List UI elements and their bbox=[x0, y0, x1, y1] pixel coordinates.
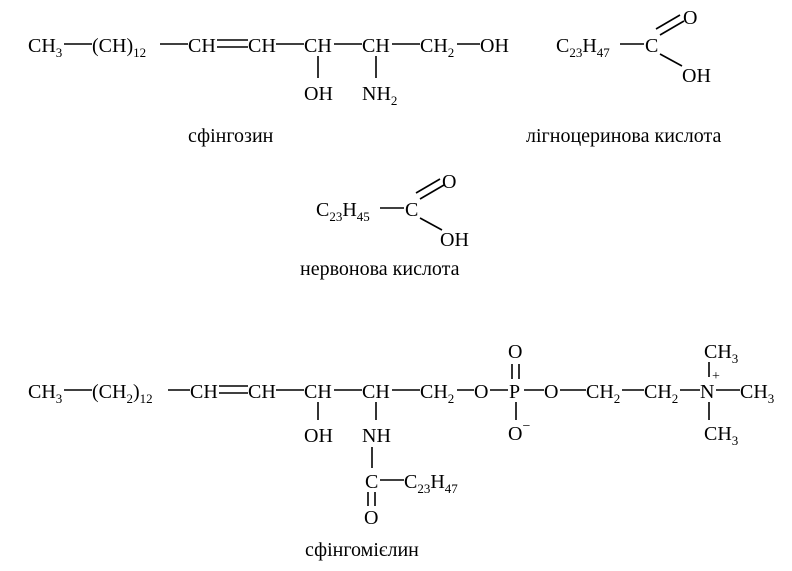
ch2-group: CH2 bbox=[586, 381, 620, 406]
double-bond-line bbox=[415, 178, 441, 194]
hydroxyl-group: OH bbox=[682, 65, 711, 87]
hydroxyl-group: OH bbox=[480, 35, 509, 57]
double-bond-line bbox=[659, 20, 685, 36]
sphingosine-structure: CH3 (CH)12 CH CH CH OH CH NH2 CH2 OH сфі… bbox=[28, 35, 509, 147]
ch3-group: CH3 bbox=[28, 381, 62, 406]
amide-carbon: C bbox=[365, 471, 378, 493]
sphingomyelin-structure: CH3 (CH2)12 CH CH CH OH CH NH C O C23H47… bbox=[28, 341, 774, 561]
positive-charge: + bbox=[712, 369, 720, 384]
ester-oxygen: O bbox=[544, 381, 558, 403]
alkyl-group: C23H47 bbox=[556, 35, 610, 60]
alkyl-group: C23H45 bbox=[316, 199, 370, 224]
methyl-group: CH3 bbox=[740, 381, 774, 406]
alkyl-group: C23H47 bbox=[404, 471, 458, 496]
carbonyl-oxygen: O bbox=[442, 171, 456, 193]
hydroxyl-group: OH bbox=[440, 229, 469, 251]
lignoceric-acid-structure: C23H47 C O OH лігноцеринова кислота bbox=[526, 7, 721, 147]
ch2-group: CH2 bbox=[420, 35, 454, 60]
hydroxyl-group: OH bbox=[304, 83, 333, 105]
nervonic-acid-structure: C23H45 C O OH нервонова кислота bbox=[300, 171, 469, 280]
ch-atom: CH bbox=[190, 381, 218, 403]
ch-atom: CH bbox=[304, 381, 332, 403]
ch-atom: CH bbox=[362, 381, 390, 403]
carboxyl-carbon: C bbox=[405, 199, 418, 221]
nitrogen-atom: N bbox=[700, 381, 714, 403]
ch2-chain-group: (CH2)12 bbox=[92, 381, 153, 406]
ch-atom: CH bbox=[304, 35, 332, 57]
methyl-group: CH3 bbox=[704, 341, 738, 366]
bond bbox=[659, 53, 683, 67]
ch-atom: CH bbox=[188, 35, 216, 57]
ch2-group: CH2 bbox=[644, 381, 678, 406]
ester-oxygen: O bbox=[474, 381, 488, 403]
ch-chain-group: (CH)12 bbox=[92, 35, 146, 60]
phosphorus-atom: P bbox=[509, 381, 520, 403]
carboxyl-carbon: C bbox=[645, 35, 658, 57]
nervonic-caption: нервонова кислота bbox=[300, 258, 460, 280]
ch3-group: CH3 bbox=[28, 35, 62, 60]
sphingosine-caption: сфінгозин bbox=[188, 125, 274, 147]
bond bbox=[419, 217, 443, 231]
double-bond-line bbox=[655, 14, 681, 30]
ch-atom: CH bbox=[248, 35, 276, 57]
carbonyl-oxygen: O bbox=[683, 7, 697, 29]
hydroxyl-group: OH bbox=[304, 425, 333, 447]
ch-atom: CH bbox=[362, 35, 390, 57]
nh-group: NH bbox=[362, 425, 391, 447]
double-bond-line bbox=[419, 184, 445, 200]
phosphate-oxygen-anion: O− bbox=[508, 419, 530, 445]
sphingomyelin-caption: сфінгомієлин bbox=[305, 539, 419, 561]
methyl-group: CH3 bbox=[704, 423, 738, 448]
lignoceric-caption: лігноцеринова кислота bbox=[526, 125, 721, 147]
phosphoryl-oxygen: O bbox=[508, 341, 522, 363]
ch-atom: CH bbox=[248, 381, 276, 403]
amide-oxygen: O bbox=[364, 507, 378, 529]
amino-group: NH2 bbox=[362, 83, 397, 108]
ch2-group: CH2 bbox=[420, 381, 454, 406]
